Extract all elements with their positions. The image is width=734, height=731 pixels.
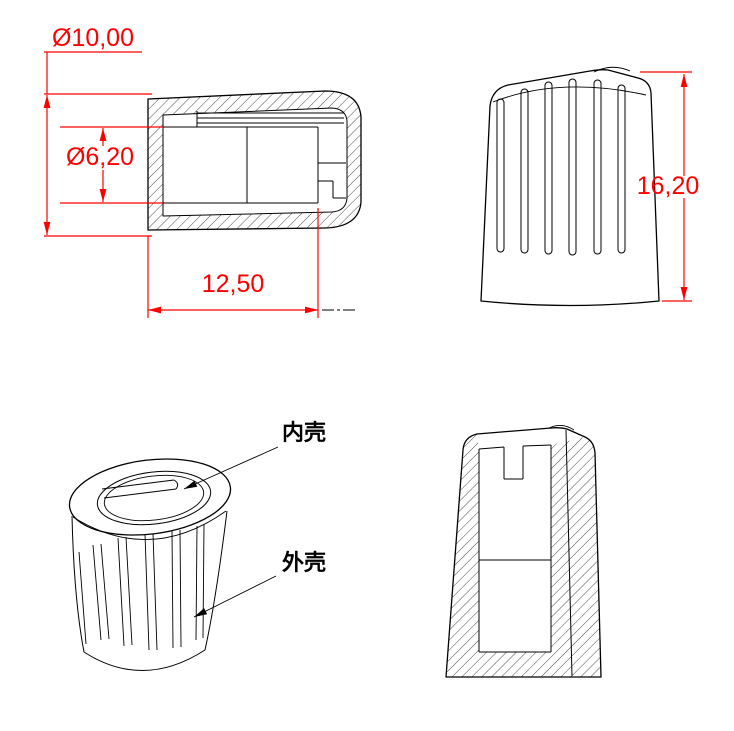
dimension-depth: 12,50 [147, 208, 356, 318]
outer-shell-label: 外壳 [282, 550, 326, 575]
side-section-view: Ø10,00 Ø6,20 12,50 [43, 24, 362, 318]
inner-diameter-text: Ø6,20 [66, 143, 134, 171]
front-dome-edge [492, 86, 647, 103]
iso-body [71, 510, 228, 671]
section-outer-profile [445, 427, 602, 678]
front-top-lip [593, 66, 631, 73]
front-outer-profile [480, 69, 660, 307]
iso-top-slot [101, 479, 179, 499]
dimension-outer-diameter: Ø10,00 [43, 24, 152, 237]
inner-shell-leader-arrow [183, 446, 279, 490]
section-bottom-wall-hatching [479, 652, 551, 677]
dimension-inner-diameter: Ø6,20 [60, 126, 163, 204]
outer-diameter-text: Ø10,00 [52, 24, 134, 52]
section-right-wall-hatching [551, 437, 601, 677]
section-top-lip [548, 425, 575, 431]
section-wall-hatching [148, 91, 361, 230]
knob-outer-profile [147, 90, 362, 231]
depth-text: 12,50 [202, 270, 265, 298]
section-left-wall-hatching [446, 434, 479, 677]
iso-top-rim [68, 458, 232, 536]
iso-shoulder-line [72, 510, 227, 540]
dimension-height: 16,20 [637, 71, 700, 302]
height-text: 16,20 [637, 172, 700, 200]
iso-inner-shell-face [96, 470, 212, 526]
section-cavity [478, 429, 573, 677]
bore-details [163, 111, 346, 204]
rear-section-view [445, 425, 602, 678]
iso-inner-shell-step [103, 474, 205, 522]
front-ribs [496, 78, 626, 256]
front-view: 16,20 [480, 66, 700, 307]
outer-shell-leader-arrow [193, 575, 277, 618]
iso-ribs [78, 523, 205, 651]
knob-inner-profile [162, 107, 348, 217]
isometric-view: 内壳 外壳 [68, 420, 326, 671]
inner-shell-label: 内壳 [282, 420, 326, 445]
